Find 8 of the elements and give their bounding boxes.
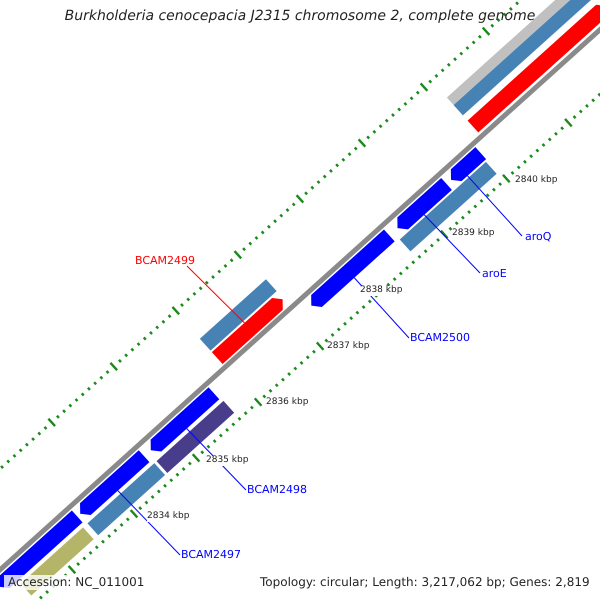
tick-label: 2840 kbp (515, 176, 558, 186)
tick-label: 2837 kbp (327, 342, 370, 352)
tick-label: 2834 kbp (147, 512, 190, 522)
tick-label: 2838 kbp (360, 286, 402, 296)
title: Burkholderia cenocepacia J2315 chromosome 2, complete genome (64, 8, 536, 24)
tick-label: 2839 kbp (452, 229, 494, 239)
tick-label: 2835 kbp (206, 456, 248, 466)
tick-label: 2836 kbp (266, 398, 308, 408)
